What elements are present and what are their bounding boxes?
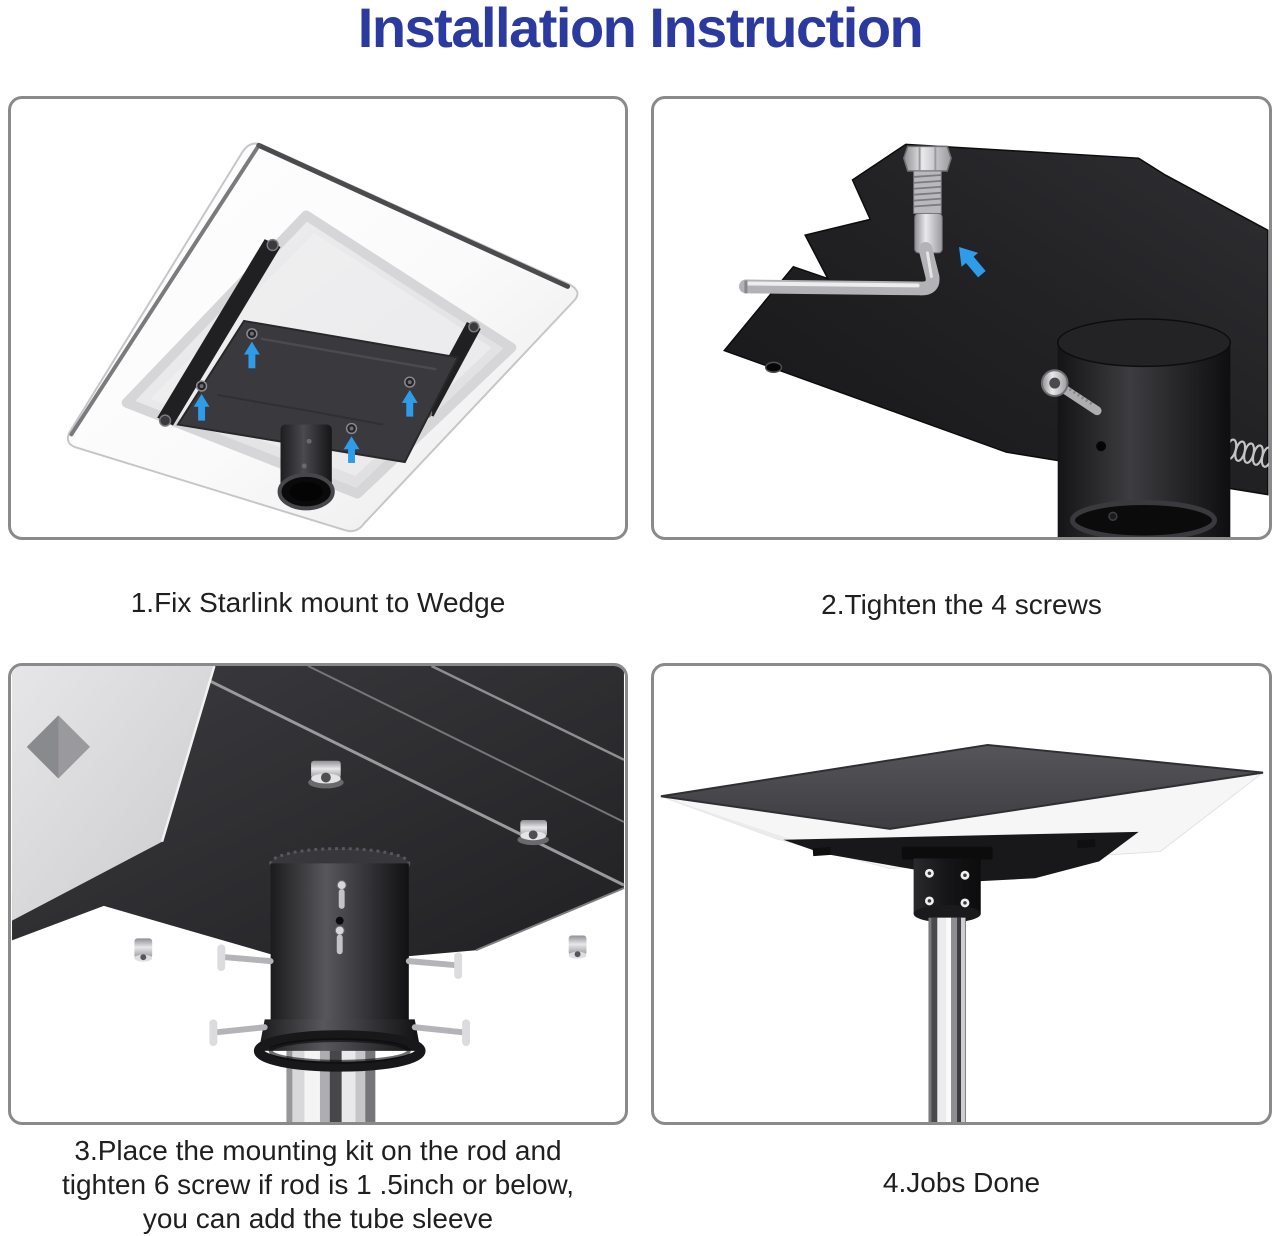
plate-standoff xyxy=(134,938,153,962)
tighten-screws-illustration xyxy=(723,143,1269,537)
up-arrow-icon xyxy=(193,393,210,421)
caption-line: 1.Fix Starlink mount to Wedge xyxy=(130,587,506,618)
hex-bolt xyxy=(1040,369,1102,416)
dish-top-edge xyxy=(256,142,571,289)
dish-underside-illustration xyxy=(66,142,579,533)
dish-top-surface xyxy=(660,743,1264,830)
plate-standoff xyxy=(568,935,587,959)
caption-line: 3.Place the mounting kit on the rod and xyxy=(74,1135,562,1166)
finished-install-illustration xyxy=(660,743,1265,1122)
dish-left-edge xyxy=(69,143,261,437)
pole-tube xyxy=(1056,318,1232,537)
caption-line: 4.Jobs Done xyxy=(882,1167,1041,1198)
step-1-caption: 1.Fix Starlink mount to Wedge xyxy=(8,586,628,620)
clamp-screws xyxy=(209,944,470,1046)
plate-bolt xyxy=(308,760,344,789)
caption-line: you can add the tube sleeve xyxy=(142,1203,494,1234)
mounting-kit-on-rod-illustration xyxy=(12,666,625,1122)
caption-line: 2.Tighten the 4 screws xyxy=(821,589,1102,620)
up-arrow-icon xyxy=(401,390,418,417)
sleeve-screws xyxy=(924,868,970,908)
page-title: Installation Instruction xyxy=(357,0,924,59)
plate-hole xyxy=(764,361,783,373)
mount-rail-left xyxy=(157,239,281,426)
step-2-image-panel xyxy=(651,96,1272,540)
diagonal-arrow-icon xyxy=(959,246,986,278)
step-4-image-panel xyxy=(651,663,1272,1125)
caption-line: tighten 6 screw if rod is 1 .5inch or be… xyxy=(61,1169,575,1200)
plate-screws xyxy=(195,328,416,435)
up-arrow-icon xyxy=(343,436,360,464)
step-4-caption: 4.Jobs Done xyxy=(651,1166,1272,1200)
chrome-pole xyxy=(928,917,966,1122)
up-arrow-icon xyxy=(244,341,260,369)
step-1-image-panel xyxy=(8,96,628,540)
plate-ribs xyxy=(202,666,625,952)
step-3-image-panel xyxy=(8,663,628,1125)
sleeve-pins xyxy=(334,880,347,955)
allen-wrench xyxy=(739,242,940,296)
step-3-caption: 3.Place the mounting kit on the rod and … xyxy=(8,1134,628,1236)
plate-bolt xyxy=(517,819,549,846)
step-2-caption: 2.Tighten the 4 screws xyxy=(651,588,1272,622)
pole-sleeve xyxy=(901,846,993,923)
